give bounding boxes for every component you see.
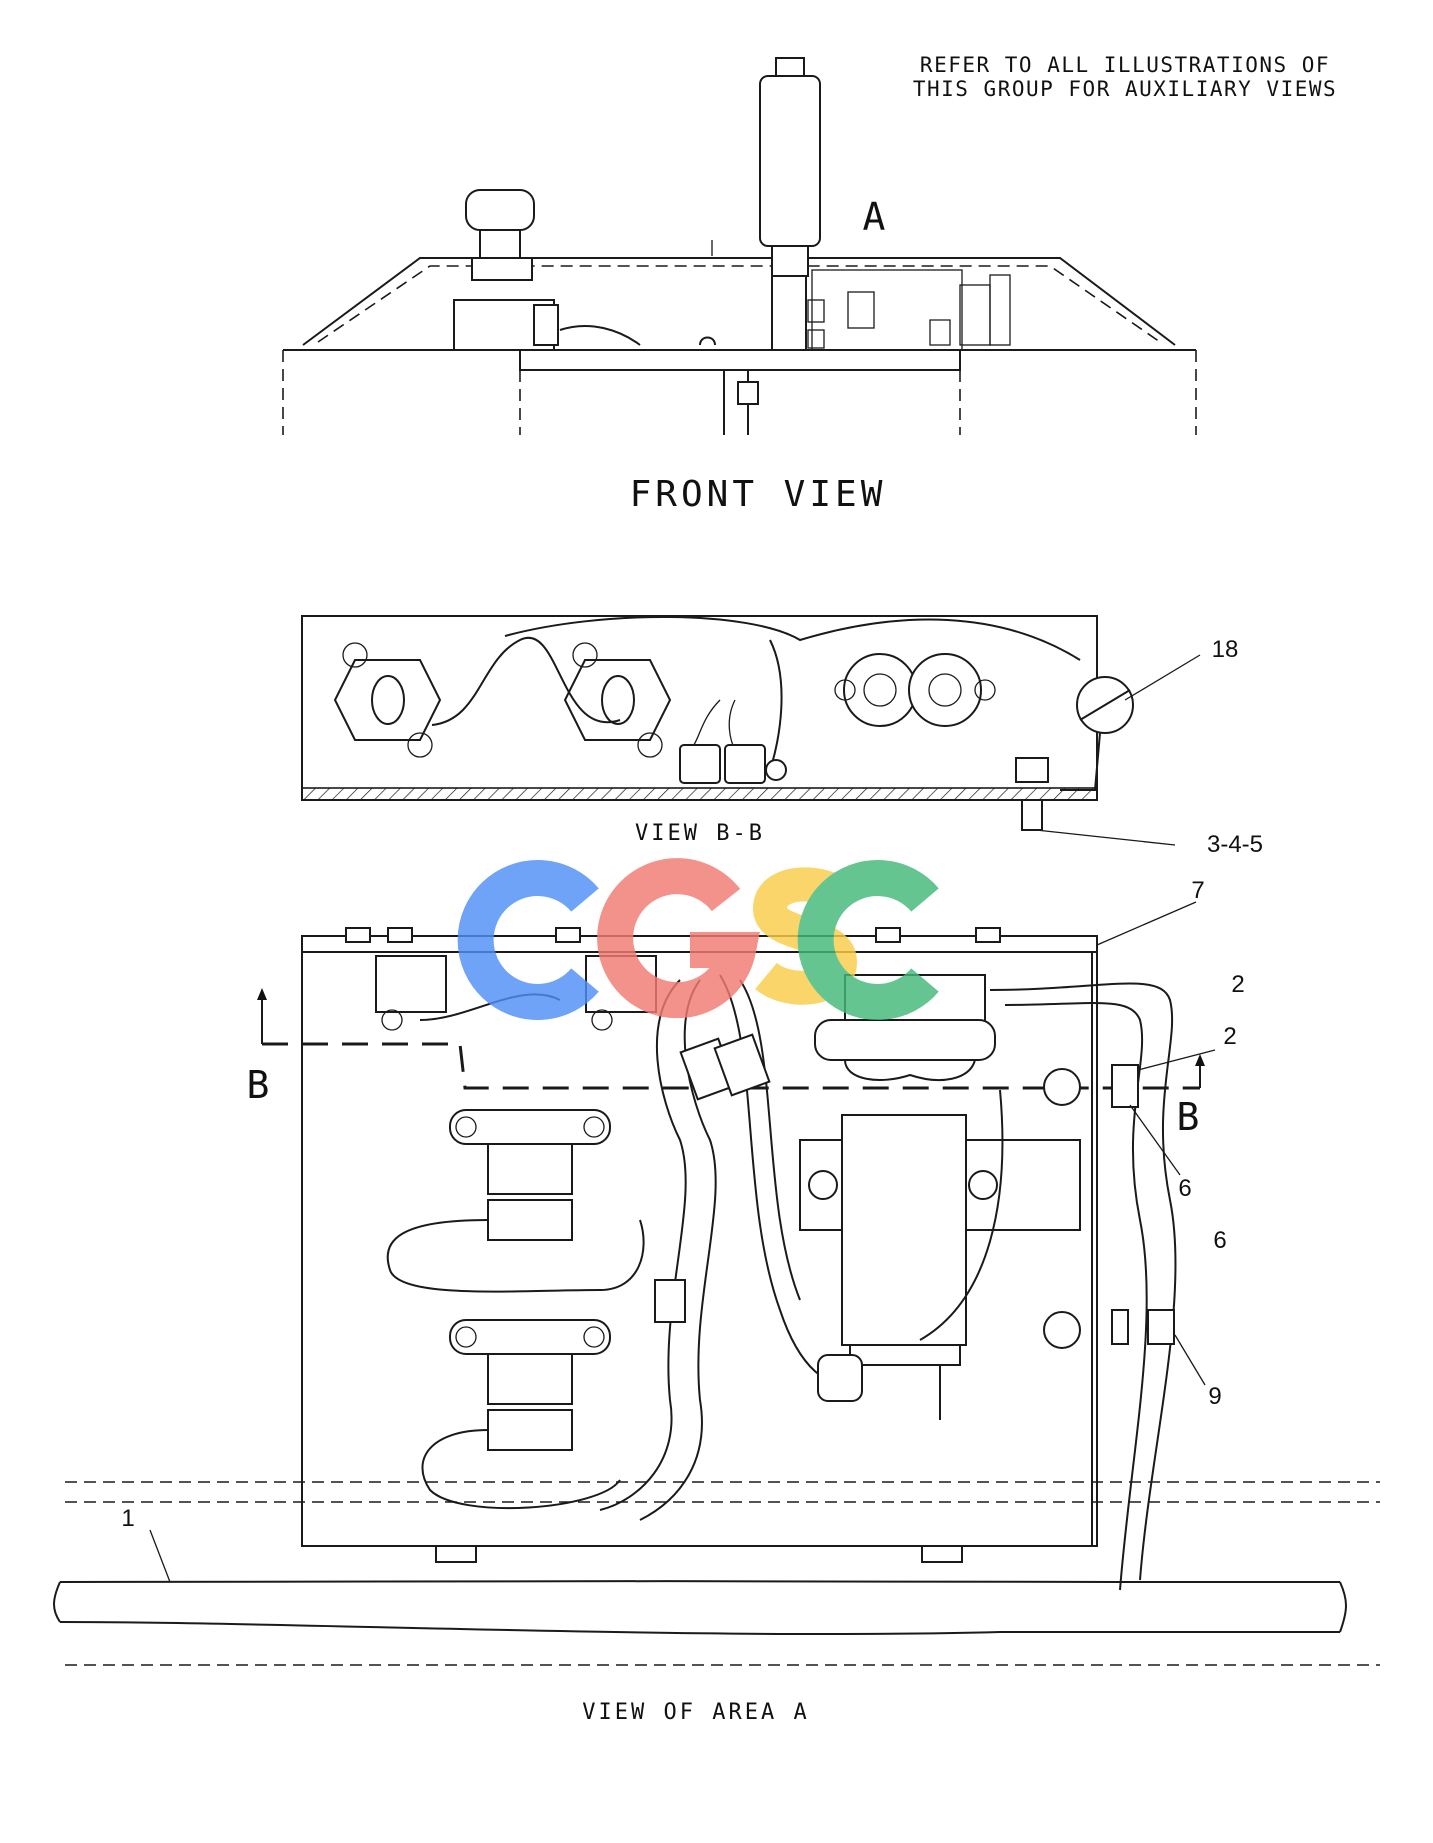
watermark-letter-c2 <box>797 860 939 1020</box>
callout-2-upper: 2 <box>1231 971 1244 998</box>
callout-6-lower: 6 <box>1213 1227 1226 1254</box>
section-marker-right: B <box>1177 1095 1200 1139</box>
view-bb-callout-18: 18 <box>1212 636 1239 663</box>
watermark-letter-c1 <box>457 860 599 1020</box>
header-note: REFER TO ALL ILLUSTRATIONS OF THIS GROUP… <box>913 53 1337 101</box>
view-bb-callout-3-4-5: 3-4-5 <box>1207 831 1263 858</box>
view-area-a-drawing <box>53 901 1380 1666</box>
callout-7: 7 <box>1191 877 1204 904</box>
watermark-letter-g <box>597 858 760 1019</box>
section-marker-left: B <box>247 1063 270 1107</box>
callout-2-lower: 2 <box>1223 1023 1236 1050</box>
cgsc-watermark <box>457 858 939 1020</box>
view-area-a-title: VIEW OF AREA A <box>582 1700 809 1725</box>
front-view-area-marker: A <box>863 195 886 239</box>
view-bb-drawing <box>301 615 1201 846</box>
header-note-line1: REFER TO ALL ILLUSTRATIONS OF <box>920 53 1330 77</box>
callout-6-upper: 6 <box>1178 1175 1191 1202</box>
callout-1: 1 <box>121 1505 134 1532</box>
header-note-line2: THIS GROUP FOR AUXILIARY VIEWS <box>913 77 1337 101</box>
view-bb-title: VIEW B-B <box>635 821 765 846</box>
callout-9: 9 <box>1208 1383 1221 1410</box>
front-view-title: FRONT VIEW <box>630 474 887 515</box>
front-view-drawing: A <box>282 57 1197 435</box>
